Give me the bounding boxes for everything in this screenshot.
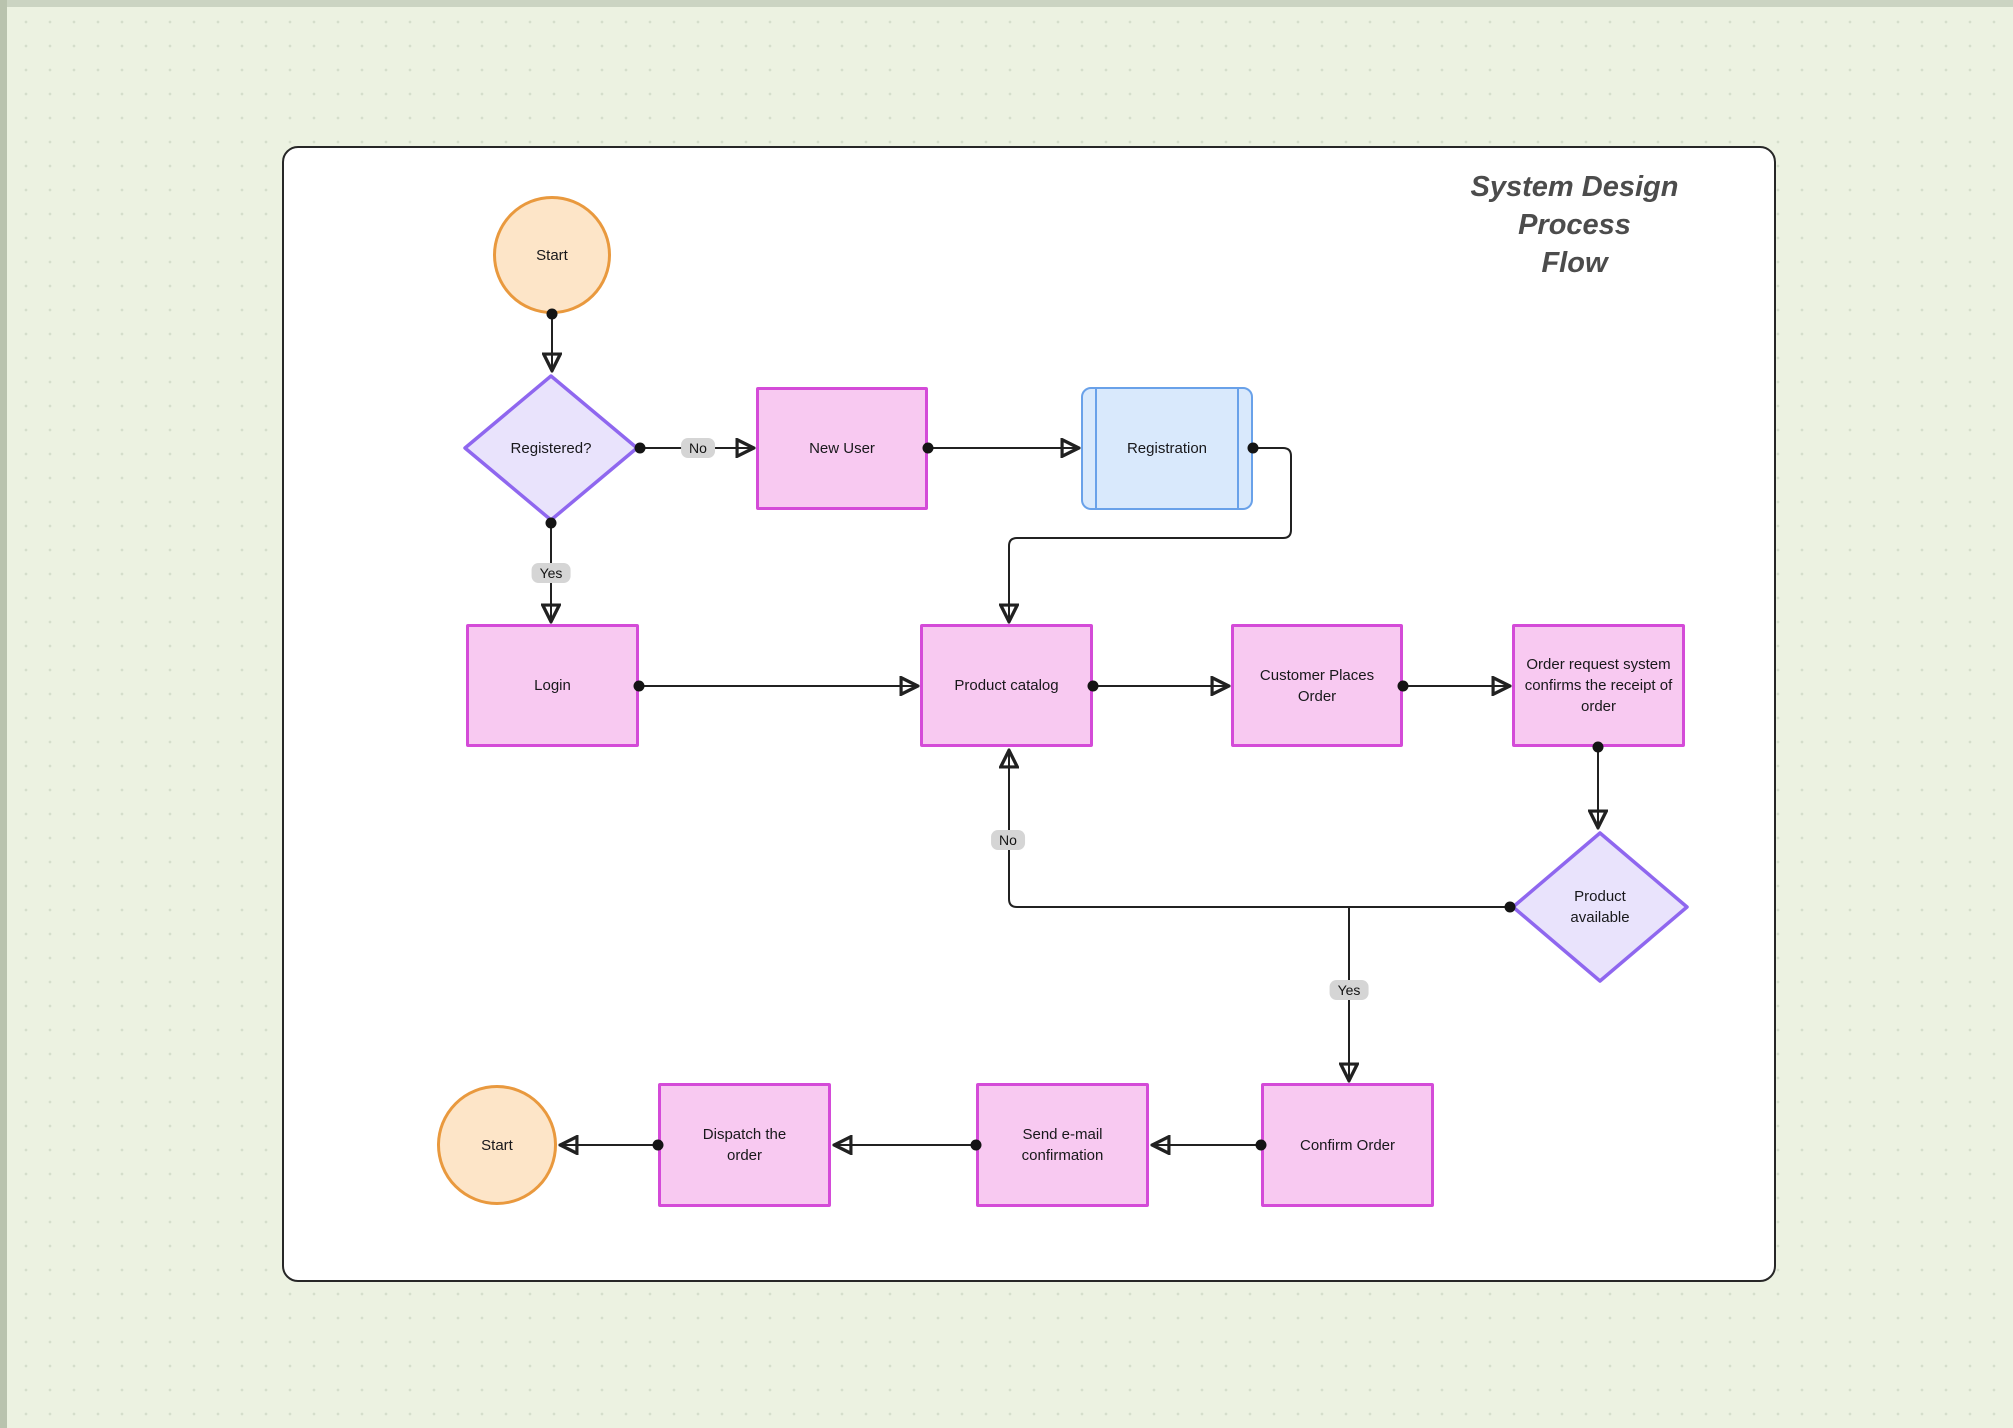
node-product-catalog[interactable]: Product catalog (920, 624, 1093, 747)
node-label: Order request system confirms the receip… (1524, 656, 1673, 715)
node-registration[interactable]: Registration (1081, 387, 1253, 510)
node-label: Product catalog (954, 677, 1059, 694)
node-start-top[interactable]: Start (493, 196, 611, 314)
diagram-title-line: Process (1518, 209, 1631, 241)
node-label: Send e-mail confirmation (1021, 1126, 1104, 1164)
node-send-email-confirmation[interactable]: Send e-mail confirmation (976, 1083, 1149, 1207)
node-login[interactable]: Login (466, 624, 639, 747)
window-frame-left (0, 0, 7, 1428)
node-label: Start (481, 1136, 513, 1154)
node-confirm-order[interactable]: Confirm Order (1261, 1083, 1434, 1207)
node-label: Confirm Order (1299, 1136, 1396, 1154)
predefined-process-bar (1095, 389, 1097, 508)
node-order-request-system[interactable]: Order request system confirms the receip… (1512, 624, 1685, 747)
diamond-shape (1511, 831, 1689, 983)
node-label: Customer Places Order (1259, 666, 1375, 705)
window-frame-top (0, 0, 2013, 7)
edge-label-no[interactable]: No (681, 438, 715, 458)
diagram-title-line: Flow (1541, 247, 1608, 279)
node-product-available-decision[interactable]: Product available (1510, 830, 1690, 984)
node-label: Registered? (510, 439, 592, 457)
diagram-title[interactable]: System Design Process Flow (1402, 168, 1747, 282)
node-label: Product available (1570, 888, 1630, 926)
diagram-title-line: System Design (1470, 171, 1679, 203)
edge-label-yes[interactable]: Yes (531, 563, 571, 583)
node-label: Registration (1126, 440, 1208, 457)
node-start-bottom[interactable]: Start (437, 1085, 557, 1205)
node-dispatch-order[interactable]: Dispatch the order (658, 1083, 831, 1207)
node-label: Start (536, 246, 568, 264)
predefined-process-bar (1237, 389, 1239, 508)
node-label: Login (534, 677, 571, 694)
edge-label-yes[interactable]: Yes (1329, 980, 1369, 1000)
node-customer-places-order[interactable]: Customer Places Order (1231, 624, 1403, 747)
node-label: Dispatch the order (702, 1126, 787, 1164)
node-registered-decision[interactable]: Registered? (462, 373, 640, 523)
edge-label-no[interactable]: No (991, 830, 1025, 850)
node-new-user[interactable]: New User (756, 387, 928, 510)
node-label: New User (809, 440, 875, 457)
